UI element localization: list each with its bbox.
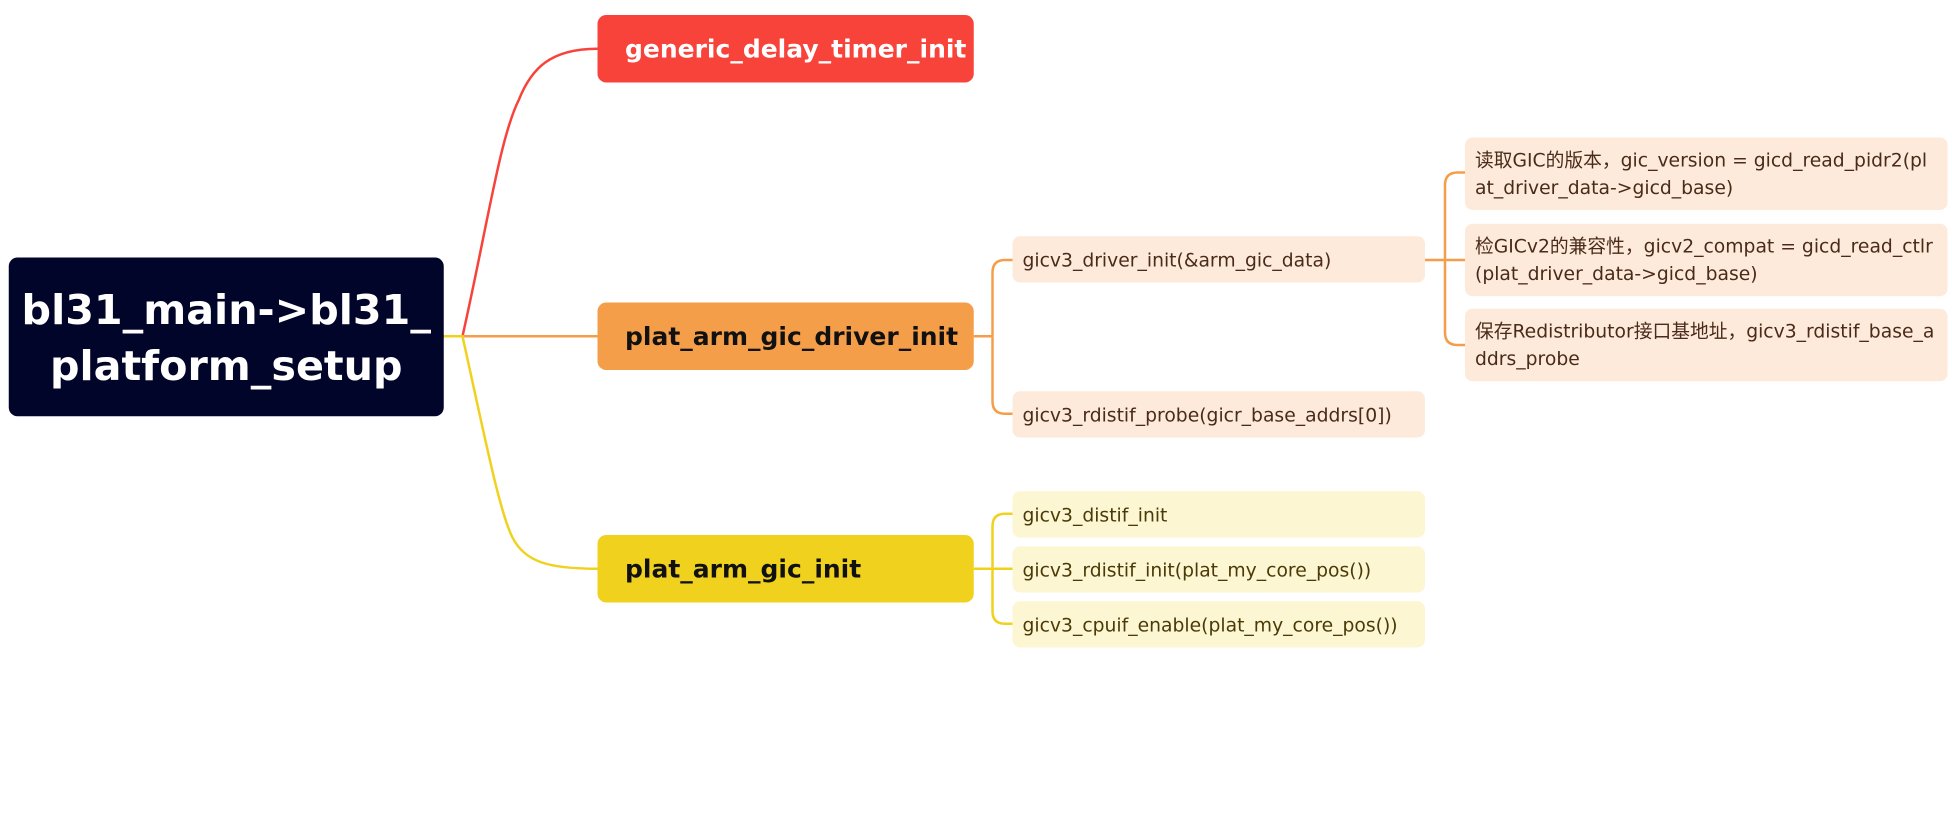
node-label: gicv3_rdistif_init(plat_my_core_pos())	[1022, 558, 1372, 581]
connector-to-distif-init	[991, 512, 1013, 569]
connector-to-save-redistributor	[1443, 260, 1465, 347]
node-gicv3-driver-init[interactable]: gicv3_driver_init(&arm_gic_data)	[1012, 236, 1425, 283]
branch-label: plat_arm_gic_driver_init	[625, 321, 959, 352]
node-label: gicv3_cpuif_enable(plat_my_core_pos())	[1022, 613, 1398, 636]
connector-root-to-gic-init	[443, 335, 598, 570]
connector-to-cpuif-enable	[991, 568, 1013, 625]
root-label: bl31_main->bl31_ platform_setup	[21, 284, 431, 390]
node-gicv3-rdistif-init[interactable]: gicv3_rdistif_init(plat_my_core_pos())	[1012, 546, 1425, 593]
connector-lines	[443, 47, 1465, 625]
node-label: gicv3_distif_init	[1022, 503, 1168, 526]
branch-generic-delay-timer-init[interactable]: generic_delay_timer_init	[597, 15, 974, 83]
node-label: 读取GIC的版本，gic_version = gicd_read_pidr2(p…	[1475, 148, 1928, 199]
node-read-gic-version[interactable]: 读取GIC的版本，gic_version = gicd_read_pidr2(p…	[1465, 137, 1948, 210]
node-label: 检GICv2的兼容性，gicv2_compat = gicd_read_ctlr…	[1475, 235, 1933, 285]
branch-label: plat_arm_gic_init	[625, 553, 862, 584]
node-gicv3-cpuif-enable[interactable]: gicv3_cpuif_enable(plat_my_core_pos())	[1012, 601, 1425, 648]
connector-root-to-generic	[443, 47, 598, 338]
root-node[interactable]: bl31_main->bl31_ platform_setup	[8, 257, 444, 417]
connector-driver-to-gicv3-init	[991, 258, 1013, 337]
connector-driver-to-rdistif-probe	[991, 336, 1013, 415]
branch-plat-arm-gic-driver-init[interactable]: plat_arm_gic_driver_init	[597, 302, 974, 370]
connector-to-read-version	[1443, 171, 1465, 260]
node-label: gicv3_driver_init(&arm_gic_data)	[1022, 248, 1332, 271]
node-label: gicv3_rdistif_probe(gicr_base_addrs[0])	[1022, 403, 1392, 426]
node-gicv3-rdistif-probe[interactable]: gicv3_rdistif_probe(gicr_base_addrs[0])	[1012, 391, 1425, 438]
node-check-gicv2-compat[interactable]: 检GICv2的兼容性，gicv2_compat = gicd_read_ctlr…	[1465, 223, 1948, 297]
branch-plat-arm-gic-init[interactable]: plat_arm_gic_init	[597, 535, 974, 603]
node-label: 保存Redistributor接口基地址，gicv3_rdistif_base_…	[1475, 320, 1935, 370]
branch-label: generic_delay_timer_init	[625, 33, 967, 64]
node-save-redistributor-base[interactable]: 保存Redistributor接口基地址，gicv3_rdistif_base_…	[1465, 308, 1948, 382]
node-gicv3-distif-init[interactable]: gicv3_distif_init	[1012, 491, 1425, 538]
